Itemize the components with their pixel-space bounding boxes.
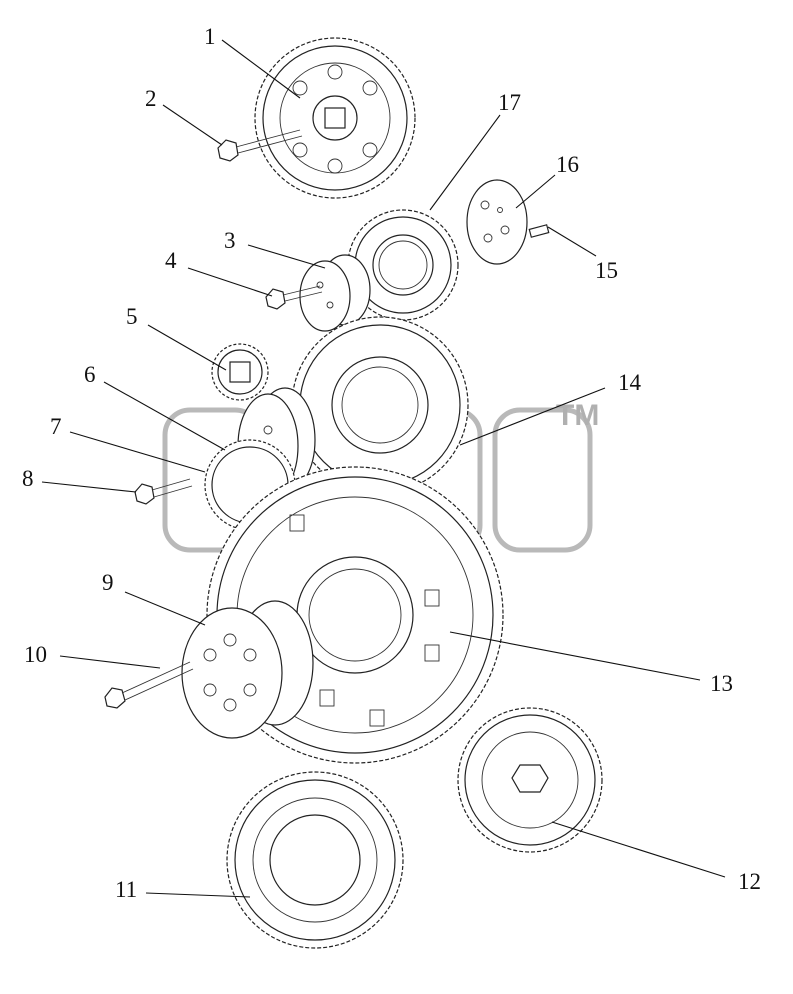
label-17: 17 (498, 90, 521, 115)
gear-part-17 (347, 209, 459, 321)
label-3: 3 (224, 228, 236, 253)
label-13: 13 (710, 671, 733, 696)
gear-part-14 (291, 316, 469, 494)
gear-part-1 (254, 37, 416, 199)
gear-part-12 (457, 707, 603, 853)
label-12: 12 (738, 869, 761, 894)
pin-part-15 (528, 224, 550, 238)
label-14: 14 (618, 370, 642, 395)
gear-part-11 (226, 771, 404, 949)
bolt-part-10 (104, 661, 194, 709)
label-16: 16 (556, 152, 579, 177)
label-8: 8 (22, 466, 34, 491)
label-4: 4 (165, 248, 177, 273)
bolt-part-2 (217, 129, 303, 162)
hub-part-9 (181, 600, 314, 739)
label-15: 15 (595, 258, 618, 283)
label-9: 9 (102, 570, 114, 595)
leader-lines (41, 39, 726, 898)
label-2: 2 (145, 86, 157, 111)
gear-part-5 (211, 343, 269, 401)
label-6: 6 (84, 362, 96, 387)
watermark-tm: TM (556, 399, 599, 432)
part-number-labels: 1 2 3 4 5 6 7 8 9 10 11 12 13 14 15 16 1… (22, 24, 761, 902)
label-11: 11 (115, 877, 137, 902)
bolt-part-4 (265, 285, 323, 310)
label-10: 10 (24, 642, 47, 667)
label-7: 7 (50, 414, 62, 439)
spacer-part-3 (299, 254, 371, 332)
plate-part-16 (466, 179, 528, 265)
label-1: 1 (204, 24, 216, 49)
bolt-part-8 (134, 478, 193, 505)
label-5: 5 (126, 304, 138, 329)
